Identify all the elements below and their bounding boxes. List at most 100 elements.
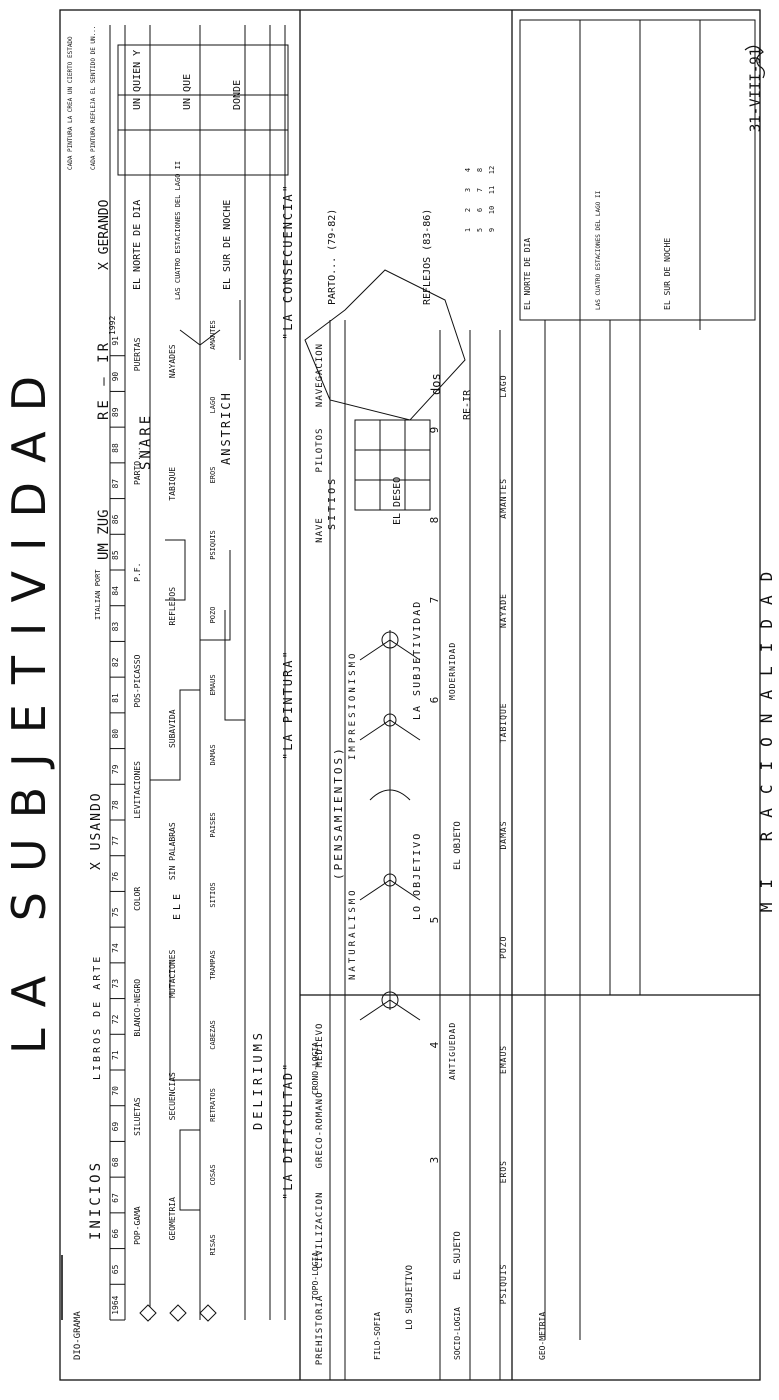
grid-number: 4 (464, 168, 472, 172)
year-label: 88 (111, 443, 120, 453)
bottom-row-label: EROS (499, 1160, 508, 1183)
year-label: 75 (111, 907, 120, 917)
work-label: GEOMETRIA (168, 1197, 177, 1241)
year-label: 79 (111, 764, 120, 774)
label-dos: dos (429, 373, 443, 395)
work-label: MUTACIONES (168, 949, 177, 997)
year-label: 90 (111, 372, 120, 382)
bottom-row-label: NAYADE (499, 593, 508, 628)
label-cuatro-estaciones: LAS CUATRO ESTACIONES DEL LAGO II (174, 161, 182, 300)
label-socio-logia: SOCIO-LOGIA (453, 1307, 462, 1360)
year-label: 70 (111, 1086, 120, 1096)
work-label: SITIOS (209, 882, 217, 907)
year-label: 69 (111, 1122, 120, 1132)
grid-number: 1 (464, 228, 472, 232)
year-label: 91 (111, 336, 120, 346)
grid-number: 3 (464, 188, 472, 192)
grid-number: 8 (476, 168, 484, 172)
work-label: EMAUS (209, 674, 217, 695)
label-objeto: EL OBJETO (453, 821, 463, 870)
label-italian-port: ITALIAN PORT (94, 569, 102, 620)
work-label: POZO (209, 607, 217, 624)
label-naturalismo: NATURALISMO (348, 887, 358, 980)
work-label: COSAS (209, 1164, 217, 1185)
era-label: NAVE (315, 517, 325, 543)
label-dio-grama: DIO-GRAMA (73, 1311, 83, 1360)
label-modernidad: MODERNIDAD (448, 642, 457, 700)
year-label: 76 (111, 872, 120, 882)
label-sur-de-noche: EL SUR DE NOCHE (222, 200, 233, 290)
work-label: SUBAVIDA (168, 709, 177, 748)
label-rl-cuatro: LAS CUATRO ESTACIONES DEL LAGO II (595, 190, 602, 310)
grid-number: 11 (488, 186, 496, 194)
bottom-row-label: POZO (499, 936, 508, 959)
year-label: 80 (111, 729, 120, 739)
label-um-zug: UM ZUG (96, 509, 112, 560)
grid-number: 6 (476, 208, 484, 212)
work-label: LEVITACIONES (133, 761, 142, 819)
grid-number: 2 (464, 208, 472, 212)
label-el-deseo: EL DESEO (392, 477, 403, 525)
work-label: PAISES (209, 812, 217, 837)
year-label: 82 (111, 657, 120, 667)
year-label: 66 (111, 1229, 120, 1239)
year-label: 67 (111, 1193, 120, 1203)
bottom-row-label: TABIQUE (499, 702, 508, 743)
year-label: 65 (111, 1264, 120, 1274)
year-label: 1964 (111, 1295, 120, 1314)
label-norte-de-dia: EL NORTE DE DIA (132, 200, 143, 290)
label-libros-de-arte: LIBROS DE ARTE (92, 954, 103, 1080)
grid-number: 9 (488, 228, 496, 232)
year-label: 74 (111, 943, 120, 953)
year-label: 84 (111, 586, 120, 596)
work-label: EROS (209, 467, 217, 484)
year-label: 71 (111, 1050, 120, 1060)
label-delirium: DELIRIUMS (251, 1029, 265, 1130)
label-antiguedad: ANTIGUEDAD (448, 1022, 457, 1080)
label-la-consecuencia: "LA CONSECUENCIA" (281, 183, 295, 340)
bottom-row-label: PSIQUIS (499, 1264, 508, 1305)
work-label: LAGO (209, 397, 217, 414)
year-label: 68 (111, 1157, 120, 1167)
label-la-subjetividad: LA SUBJETIVIDAD (412, 600, 423, 720)
label-rl-norte: EL NORTE DE DIA (523, 238, 532, 310)
work-label: SIN PALABRAS (168, 822, 177, 880)
signature-date: 31-VIII-91 (748, 48, 764, 132)
step-number: 5 (428, 917, 441, 924)
label-year-1992: 1992 (108, 316, 117, 335)
work-label: PSIQUIS (209, 530, 217, 560)
year-label: 86 (111, 514, 120, 524)
label-anstrich: ANSTRICH (219, 391, 233, 465)
work-label: BLANCO-NEGRO (133, 979, 142, 1037)
grid-number: 7 (476, 188, 484, 192)
label-sitios: SITIOS (327, 476, 338, 530)
note-top: CADA PINTURA LA CREA UN CIERTO ESTADO (67, 36, 74, 170)
footer-title: MI RACIONALIDAD (757, 558, 776, 913)
work-label: PUERTAS (133, 337, 142, 371)
work-label: DAMAS (209, 744, 217, 765)
work-label: CABEZAS (209, 1020, 217, 1050)
work-label: TABIQUE (168, 467, 177, 501)
bottom-row-label: DAMAS (499, 820, 508, 849)
label-lo-objetivo: LO OBJETIVO (412, 832, 423, 920)
era-label: PILOTOS (315, 428, 325, 473)
work-label: P.F. (133, 563, 142, 582)
label-parto: PARTO... (79-82) (327, 209, 338, 305)
year-label: 73 (111, 979, 120, 989)
label-ele: ELE (172, 890, 183, 920)
label-la-dificultad: "LA DIFICULTAD" (281, 1062, 295, 1200)
era-label: NAVEGACION (315, 343, 325, 407)
grid-number: 10 (488, 206, 496, 214)
work-label: RETRATOS (209, 1088, 217, 1122)
year-label: 78 (111, 800, 120, 810)
year-label: 83 (111, 622, 120, 632)
label-impresionismo: IMPRESIONISMO (348, 651, 358, 760)
label-usando: X USANDO (89, 791, 104, 870)
label-sujeto: EL SUJETO (453, 1231, 463, 1280)
label-pensamientos: (PENSAMIENTOS) (332, 745, 345, 880)
grid-number: 5 (476, 228, 484, 232)
work-label: SECUENCIAS (168, 1072, 177, 1120)
work-label: REFLEJOS (168, 587, 177, 626)
